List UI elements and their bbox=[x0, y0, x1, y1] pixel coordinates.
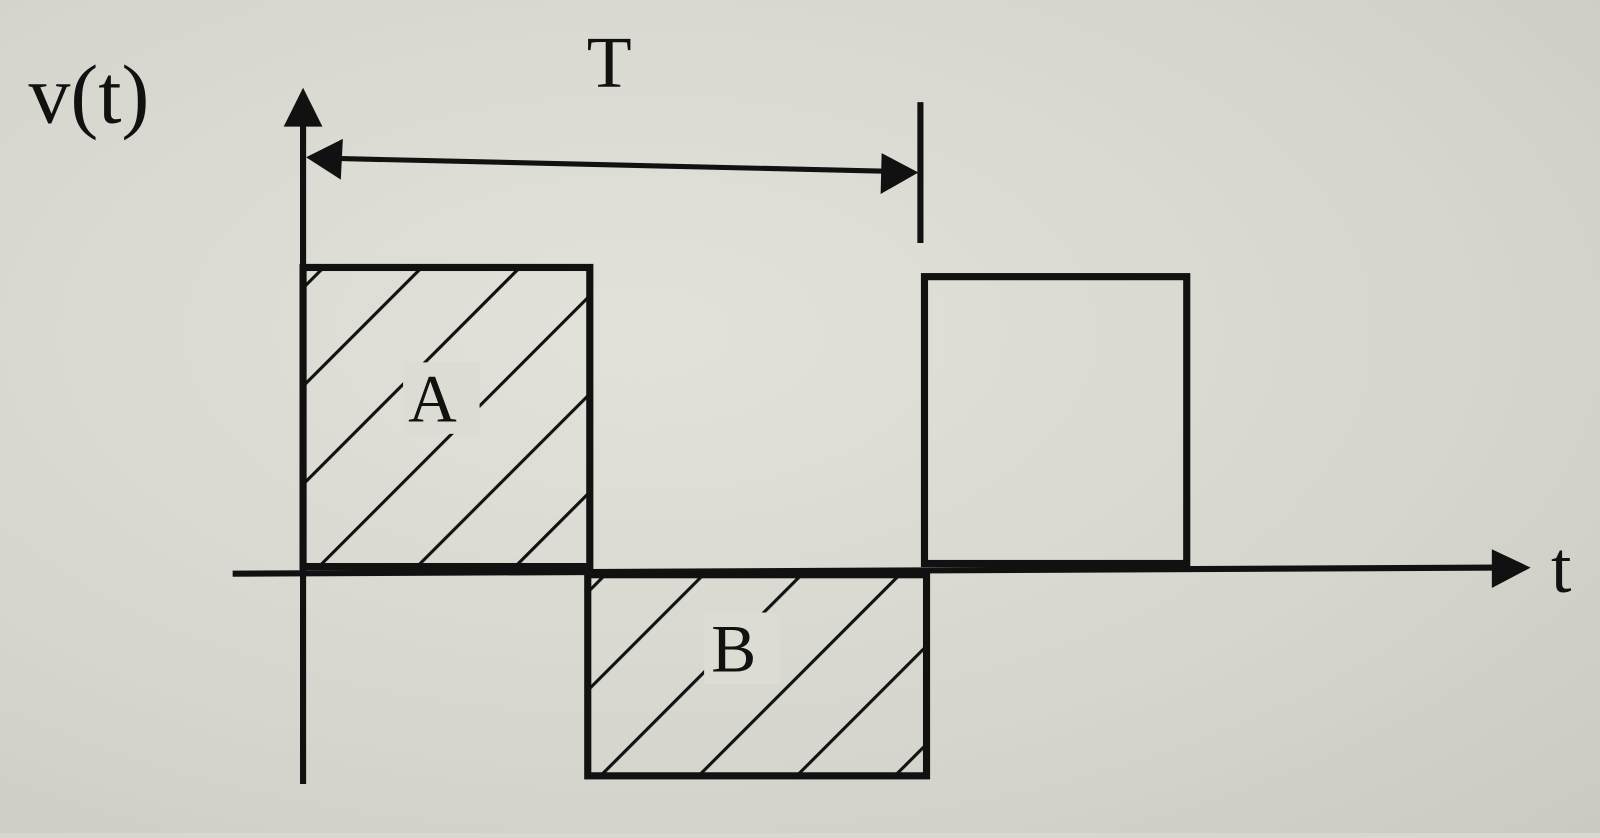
period-label: T bbox=[587, 22, 632, 103]
x-axis-label: t bbox=[1551, 527, 1571, 608]
region-b-label: B bbox=[711, 612, 756, 687]
period-arrow-line bbox=[326, 155, 899, 175]
x-axis bbox=[232, 564, 1501, 577]
period-arrow-left-icon bbox=[306, 138, 343, 180]
y-axis-label: v(t) bbox=[29, 48, 150, 141]
region-a-label: A bbox=[408, 362, 457, 437]
region-b-label-bg bbox=[704, 612, 781, 684]
y-axis-arrow-icon bbox=[283, 87, 323, 127]
pulse-b-outline bbox=[584, 571, 931, 780]
region-a-label-bg bbox=[403, 362, 480, 434]
x-axis-arrow-icon bbox=[1491, 549, 1531, 588]
period-arrow-right-icon bbox=[880, 153, 919, 194]
pulse-next-outline bbox=[920, 273, 1191, 568]
